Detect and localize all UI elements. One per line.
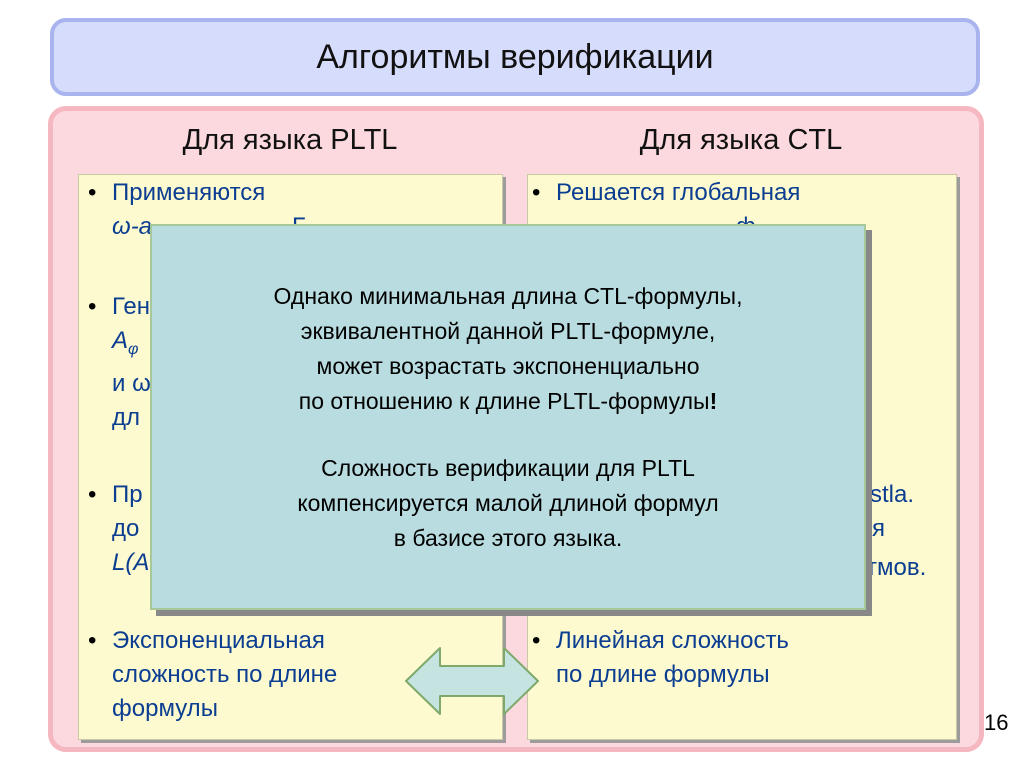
pltl-bullet-2-line2: Aφ xyxy=(112,324,151,367)
pltl-bullet-3-line2: до xyxy=(112,515,140,542)
pltl-bullet-2-line1: Ген xyxy=(112,293,150,320)
overlay-line-6: компенсируется малой длиной формул xyxy=(297,489,719,516)
overlay-callout: Однако минимальная длина CTL-формулы, эк… xyxy=(150,224,866,610)
ctl-bullet-4: • Линейная сложность по длине формулы xyxy=(532,624,789,692)
bullet-dot: • xyxy=(532,179,541,206)
overlay-line-3: может возрастать экспоненциально xyxy=(316,352,700,379)
ctl-fragment-c: тмов. xyxy=(866,554,927,581)
phi-subscript: φ xyxy=(128,340,139,358)
bullet-dot: • xyxy=(88,481,97,508)
ctl-fragment-a: stla. xyxy=(870,481,915,508)
pltl-bullet-4-line1: Экспоненциальная xyxy=(112,627,325,654)
ctl-bullet-1-line1: Решается глобальная xyxy=(556,179,801,206)
bullet-dot: • xyxy=(88,293,97,320)
pltl-bullet-3-line3: L(A xyxy=(112,549,150,576)
ctl-bullet-4-line2: по длине формулы xyxy=(556,661,770,688)
bullet-dot: • xyxy=(88,627,97,654)
pltl-bullet-2-line4: дл xyxy=(112,403,141,431)
pltl-heading: Для языка PLTL xyxy=(182,124,398,156)
pltl-bullet-3-line1: Пр xyxy=(112,481,143,508)
overlay-line-7: в базисе этого языка. xyxy=(393,524,623,551)
ctl-bullet-4-line1: Линейная сложность xyxy=(556,627,789,654)
overlay-line-2: эквивалентной данной PLTL-формуле, xyxy=(300,317,716,344)
overlay-line-5: Сложность верификации для PLTL xyxy=(321,454,695,481)
omega-automata-text: ω-a xyxy=(112,213,153,240)
overlay-line-1: Однако минимальная длина CTL-формулы, xyxy=(273,282,743,309)
bullet-dot: • xyxy=(532,627,541,654)
ctl-heading: Для языка CTL xyxy=(639,124,843,156)
pltl-bullet-2: • Ген Aφ и ω дл xyxy=(88,290,151,435)
pltl-bullet-2-line3: и ω xyxy=(112,369,151,397)
automaton-symbol: A xyxy=(112,327,129,354)
pltl-bullet-4: • Экспоненциальная сложность по длине фо… xyxy=(88,624,338,726)
ctl-fragment-b: я xyxy=(872,515,885,542)
pltl-bullet-4-line2: сложность по длине xyxy=(112,661,338,688)
double-arrow-icon xyxy=(405,647,539,715)
pltl-bullet-3: • Пр до L(A xyxy=(88,478,150,580)
exclamation-mark: ! xyxy=(709,387,718,414)
pltl-bullet-4-line3: формулы xyxy=(112,695,218,722)
pltl-bullet-1: • Применяются ω-aБ xyxy=(88,176,308,244)
overlay-line-4-text: по отношению к длине PLTL-формулы xyxy=(298,387,710,414)
slide-title: Алгоритмы верификации xyxy=(50,18,980,96)
page-number: 16 xyxy=(984,710,1009,735)
pltl-bullet-1-line1: Применяются xyxy=(112,179,266,206)
bullet-dot: • xyxy=(88,179,97,206)
overlay-line-4: по отношению к длине PLTL-формулы! xyxy=(299,384,718,419)
